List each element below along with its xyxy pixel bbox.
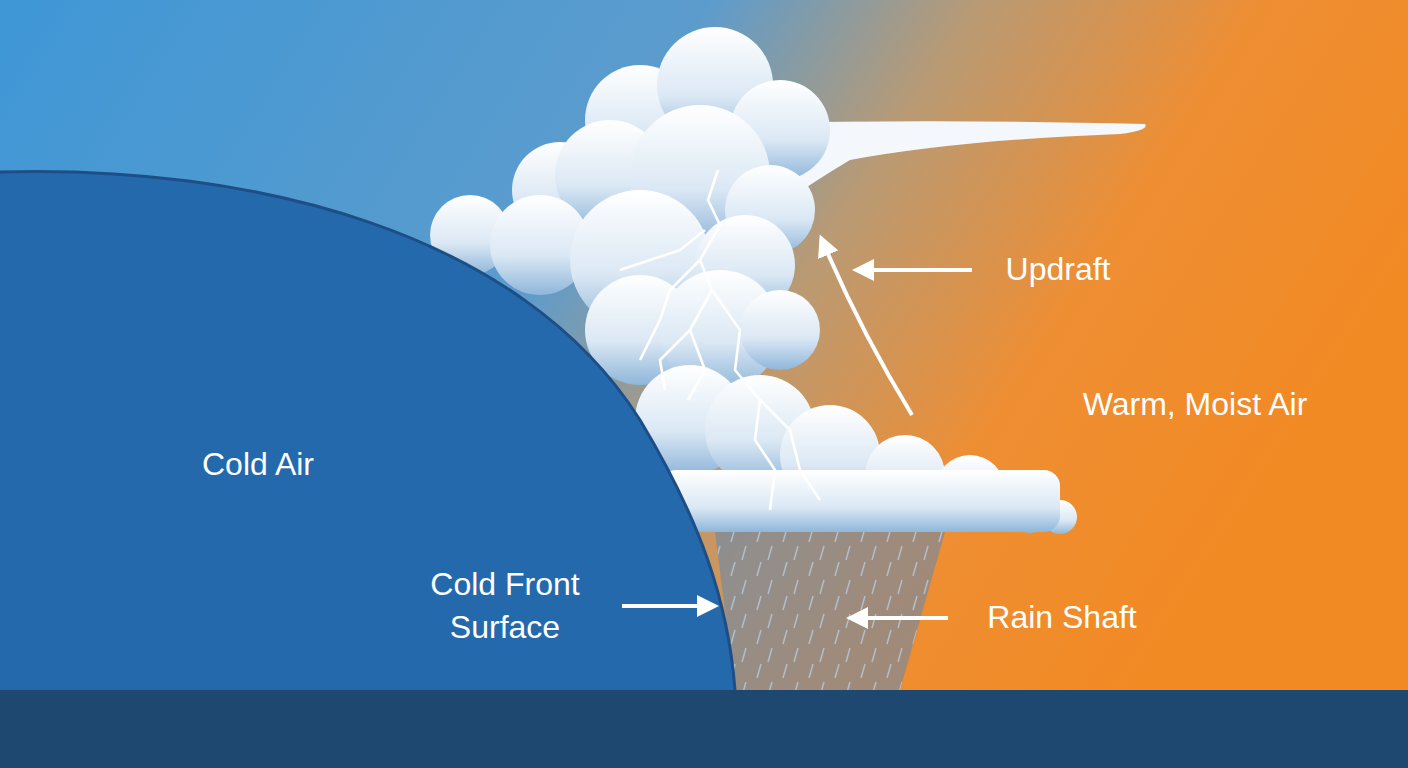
front-surface-line	[0, 171, 735, 690]
leader-arrow	[622, 604, 713, 608]
rain-shaft	[715, 532, 945, 690]
leader-arrow	[852, 616, 948, 620]
updraft-arrow	[822, 240, 912, 415]
ground-band	[0, 690, 1408, 768]
air-mass-label: Cold Air	[202, 443, 314, 486]
cold-air-mass	[0, 171, 735, 690]
air-mass-label: Warm, Moist Air	[1083, 383, 1308, 426]
callout-label: Cold Front Surface	[398, 563, 613, 649]
callout-label: Updraft	[1006, 248, 1111, 291]
callout-label: Rain Shaft	[987, 596, 1136, 639]
rain-streaks	[715, 532, 945, 690]
leader-arrow	[858, 268, 972, 272]
